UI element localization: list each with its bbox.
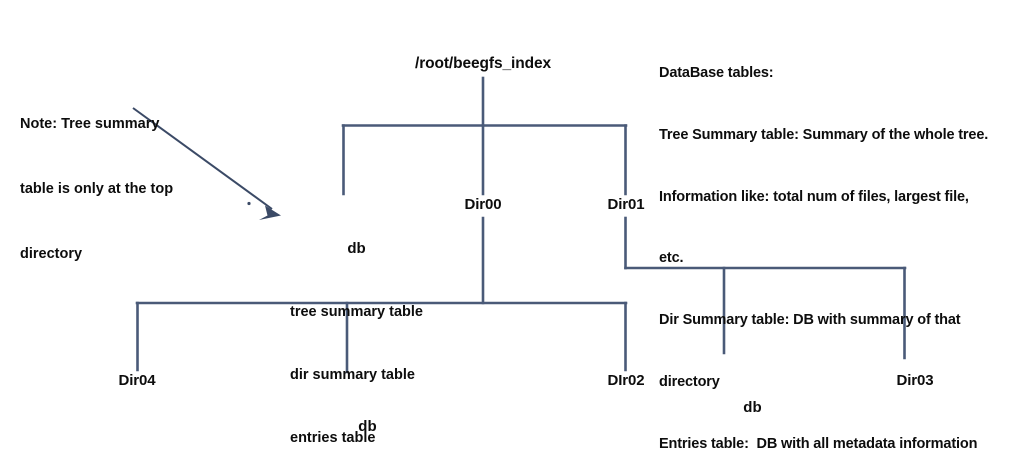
note-annotation: Note: Tree summary table is only at the … xyxy=(20,70,173,309)
note-line-1: Note: Tree summary xyxy=(20,115,160,132)
legend-heading: DataBase tables: xyxy=(659,65,774,82)
note-line-2: table is only at the top xyxy=(20,180,174,197)
node-db-mid: db dir summary table entries table xyxy=(305,374,430,453)
node-dir04: Dir04 xyxy=(118,372,156,389)
node-dir01: Dir01 xyxy=(607,196,645,213)
node-db-top-table-dir-summary: dir summary table xyxy=(290,366,415,383)
node-dir02: DIr02 xyxy=(607,372,645,389)
node-db-top-title: db xyxy=(347,240,366,258)
node-db-top-table-tree-summary: tree summary table xyxy=(290,303,423,320)
legend-line-entries: Entries table: DB with all metadata info… xyxy=(659,435,978,452)
legend-line-information: Information like: total num of files, la… xyxy=(659,188,969,205)
note-line-3: directory xyxy=(20,246,83,262)
note-arrow xyxy=(132,107,281,220)
node-db-right-title: db xyxy=(743,399,762,417)
legend-line-dir-summary: Dir Summary table: DB with summary of th… xyxy=(659,312,961,329)
stray-dot xyxy=(247,201,251,206)
node-dir03: Dir03 xyxy=(896,372,934,389)
legend-line-etc: etc. xyxy=(659,250,684,267)
node-dir00: Dir00 xyxy=(464,196,502,213)
legend-line-directory: directory xyxy=(659,373,720,390)
node-root: /root/beegfs_index xyxy=(414,55,552,72)
node-db-top-table-entries: entries table xyxy=(290,429,376,446)
legend-line-tree-summary: Tree Summary table: Summary of the whole… xyxy=(659,126,989,143)
database-tables-legend: DataBase tables: Tree Summary table: Sum… xyxy=(659,22,994,453)
node-db-right: db dir summary table entries table xyxy=(690,355,815,453)
node-db-mid-title: db xyxy=(358,418,377,436)
node-db-top: db tree summary table dir summary table … xyxy=(290,196,423,453)
